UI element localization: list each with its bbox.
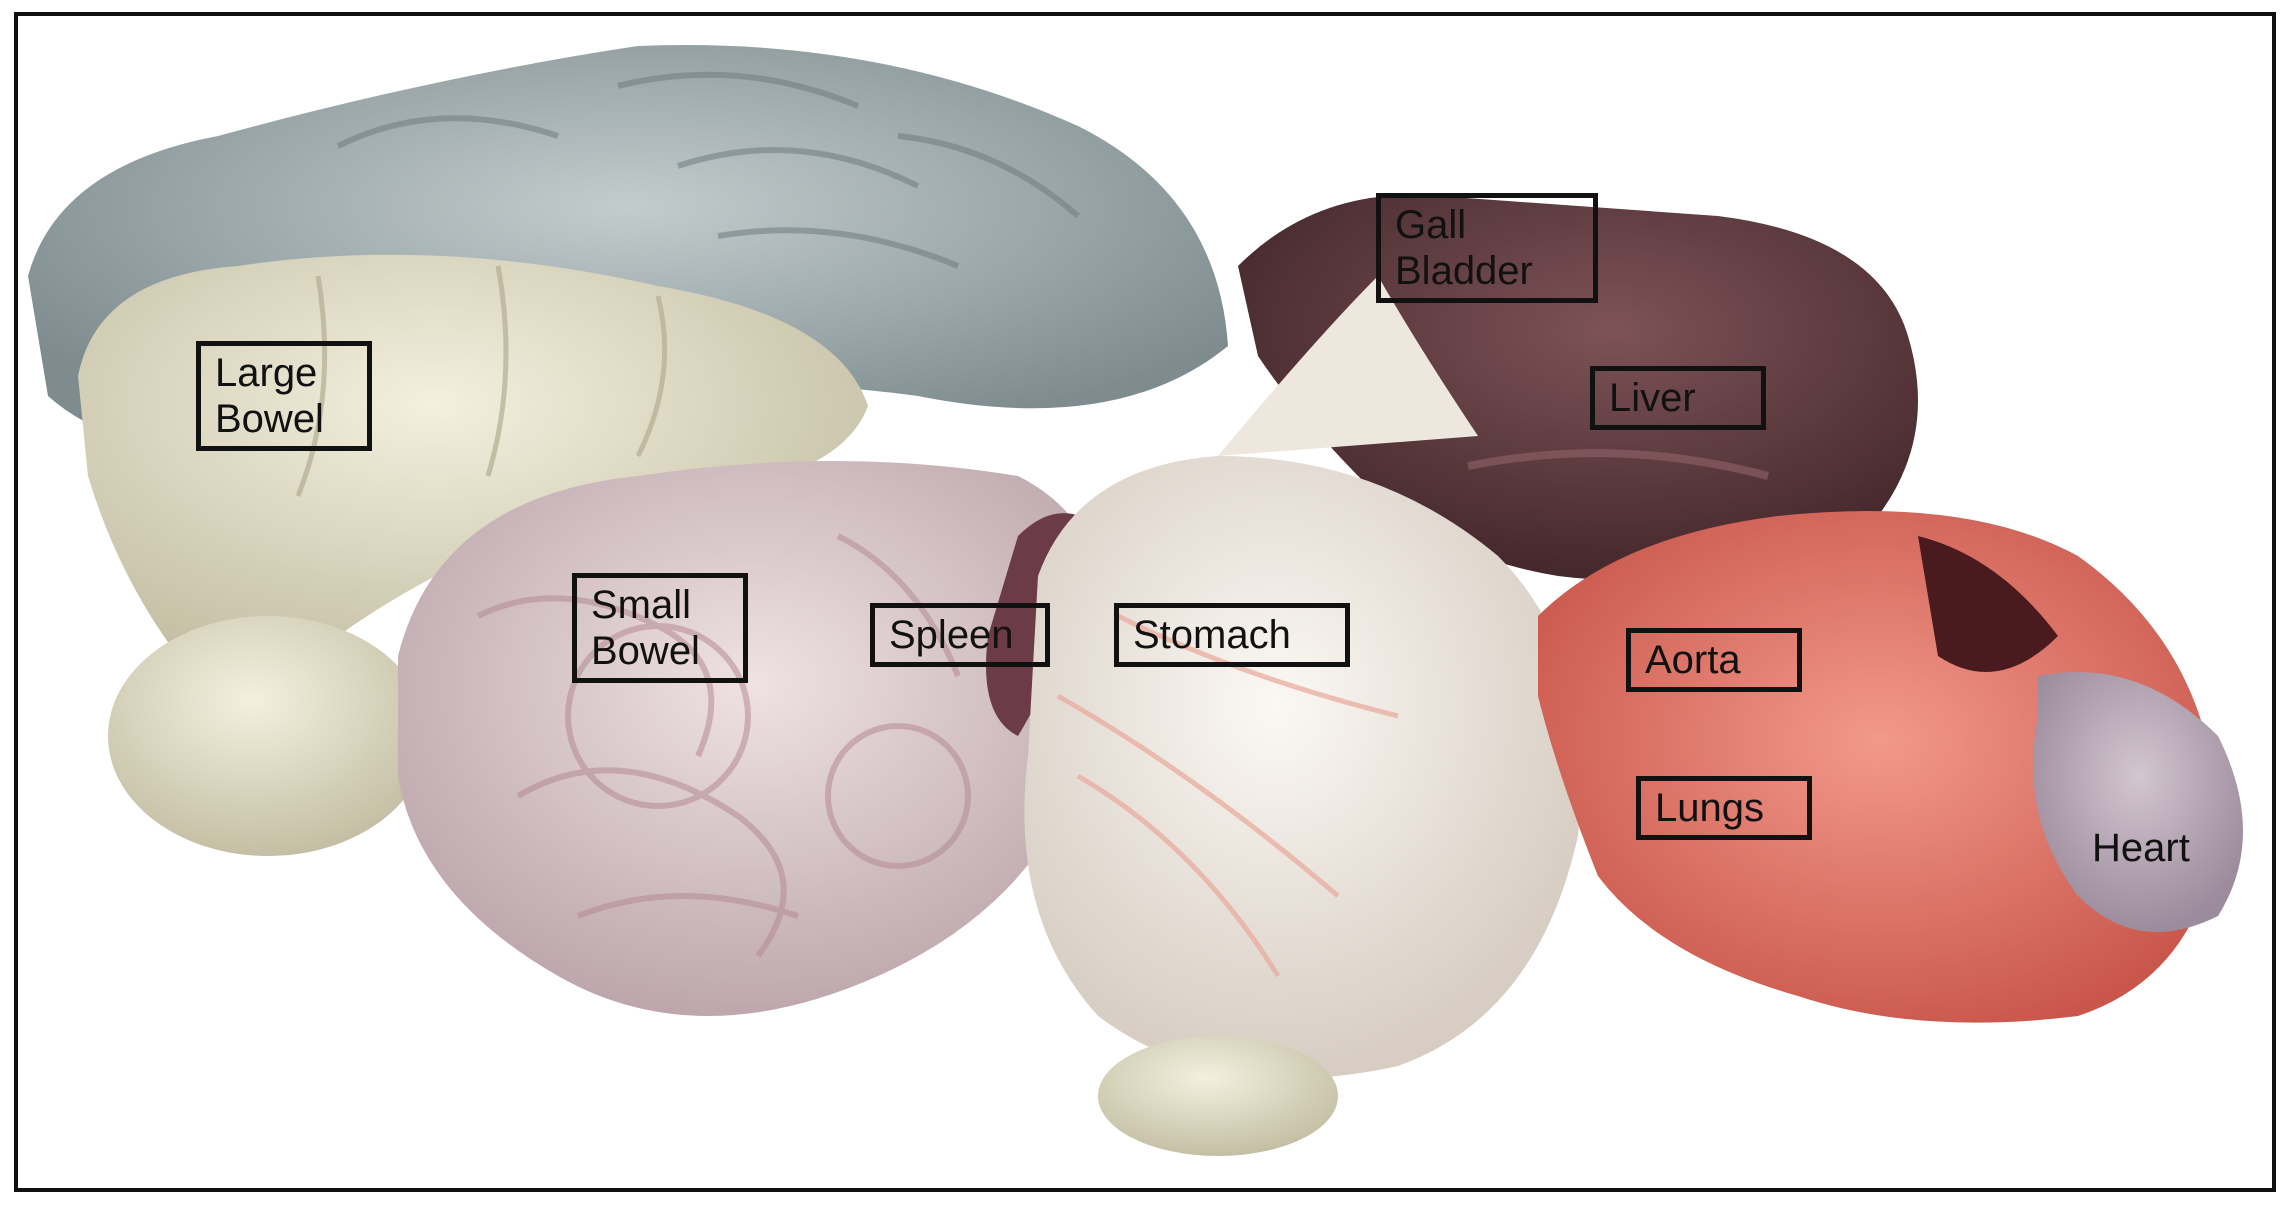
label-lungs: Lungs [1636, 776, 1812, 840]
heart-shape [2033, 672, 2243, 932]
label-liver: Liver [1590, 366, 1766, 430]
cream-bowel-mass [78, 254, 868, 682]
label-aorta: Aorta [1626, 628, 1802, 692]
liver-shape [1238, 194, 1918, 580]
stomach-shape [1024, 456, 1582, 1079]
label-spleen: Spleen [870, 603, 1050, 667]
label-small-bowel: Small Bowel [572, 573, 748, 683]
label-heart: Heart [2092, 826, 2190, 870]
label-large-bowel: Large Bowel [196, 341, 372, 451]
image-frame: Large Bowel Small Bowel Spleen Stomach G… [14, 12, 2276, 1192]
pink-bowel-mass [398, 461, 1108, 1016]
label-stomach: Stomach [1114, 603, 1350, 667]
label-gall-bladder: Gall Bladder [1376, 193, 1598, 303]
organ-photo [28, 45, 2243, 1156]
